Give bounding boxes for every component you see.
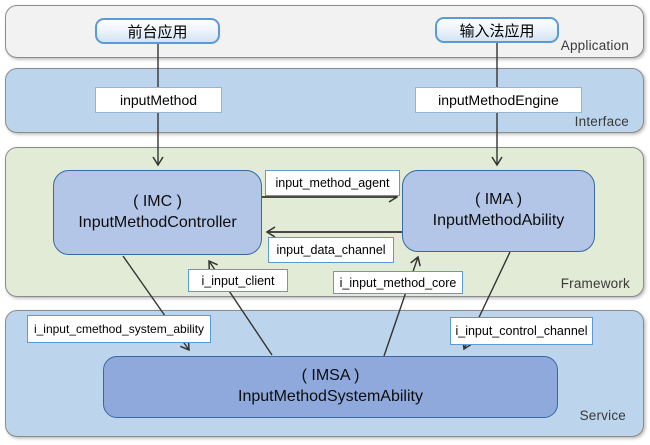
edge-label-i-input-control-channel-text: i_input_control_channel bbox=[455, 324, 588, 338]
node-ime-app-label: 输入法应用 bbox=[459, 22, 535, 40]
node-frontend-app-label: 前台应用 bbox=[127, 23, 188, 41]
node-ima-name: InputMethodAbility bbox=[432, 212, 565, 229]
node-inputmethodengine-label: inputMethodEngine bbox=[438, 92, 559, 108]
edge-label-input-data-channel-text: input_data_channel bbox=[276, 243, 386, 257]
edge-label-i-input-cmethod-system-ability-text: i_input_cmethod_system_ability bbox=[33, 322, 205, 336]
layer-label-framework: Framework bbox=[560, 276, 630, 291]
node-inputmethodengine-interface: inputMethodEngine bbox=[415, 87, 582, 113]
node-inputmethod-interface: inputMethod bbox=[95, 87, 222, 113]
node-imsa-name: InputMethodSystemAbility bbox=[238, 388, 423, 405]
edge-label-input-data-channel: input_data_channel bbox=[268, 237, 394, 263]
node-inputmethod-label: inputMethod bbox=[119, 92, 198, 108]
node-imc-name: InputMethodController bbox=[78, 213, 237, 231]
edge-label-input-method-agent-text: input_method_agent bbox=[275, 176, 390, 190]
node-ime-app: 输入法应用 bbox=[435, 17, 559, 43]
node-imc: ( IMC ) InputMethodController bbox=[53, 170, 262, 255]
node-ima: ( IMA ) InputMethodAbility bbox=[402, 170, 595, 252]
edge-label-i-input-client-text: i_input_client bbox=[201, 273, 275, 288]
node-frontend-app: 前台应用 bbox=[95, 18, 220, 44]
layer-label-interface: Interface bbox=[574, 114, 629, 129]
node-imsa: ( IMSA ) InputMethodSystemAbility bbox=[103, 356, 558, 418]
node-imsa-abbr: ( IMSA ) bbox=[301, 367, 360, 385]
layer-label-application: Application bbox=[560, 38, 629, 53]
edge-label-input-method-agent: input_method_agent bbox=[265, 170, 400, 196]
edge-label-i-input-method-core-text: i_input_method_core bbox=[339, 275, 457, 290]
edge-label-i-input-control-channel: i_input_control_channel bbox=[450, 317, 593, 345]
node-ima-abbr: ( IMA ) bbox=[474, 191, 523, 209]
edge-label-i-input-cmethod-system-ability: i_input_cmethod_system_ability bbox=[27, 315, 211, 343]
layer-label-service: Service bbox=[579, 408, 626, 423]
edge-label-i-input-method-core: i_input_method_core bbox=[333, 271, 463, 294]
edge-label-i-input-client: i_input_client bbox=[188, 269, 288, 292]
node-imc-abbr: ( IMC ) bbox=[133, 192, 182, 210]
